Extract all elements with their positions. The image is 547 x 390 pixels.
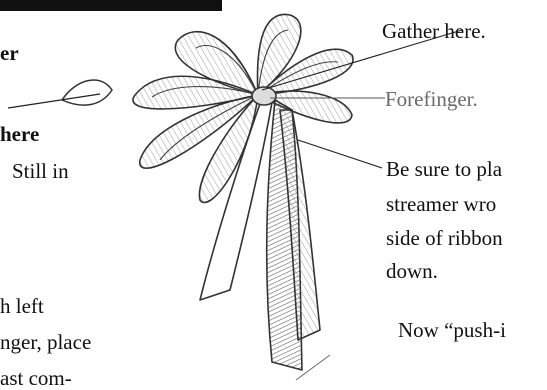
instruction-line-3: side of ribbon xyxy=(386,226,503,250)
gather-here-label: Gather here. xyxy=(382,19,486,43)
forefinger-label: Forefinger. xyxy=(385,87,478,111)
left-fragment-5: nger, place xyxy=(0,330,91,354)
left-fragment-1: er xyxy=(0,41,19,65)
left-fragment-4: h left xyxy=(0,294,44,318)
instruction-line-1: Be sure to pla xyxy=(386,157,502,181)
bow-streamers xyxy=(200,98,320,370)
left-fragment-3: Still in xyxy=(12,159,69,183)
instruction-line-2: streamer wro xyxy=(386,192,496,216)
left-fragment-2: here xyxy=(0,122,39,146)
small-loop xyxy=(62,80,112,105)
left-fragment-6: ast com- xyxy=(0,366,72,390)
next-step-text: Now “push-i xyxy=(398,318,506,342)
instruction-line-4: down. xyxy=(386,259,438,283)
